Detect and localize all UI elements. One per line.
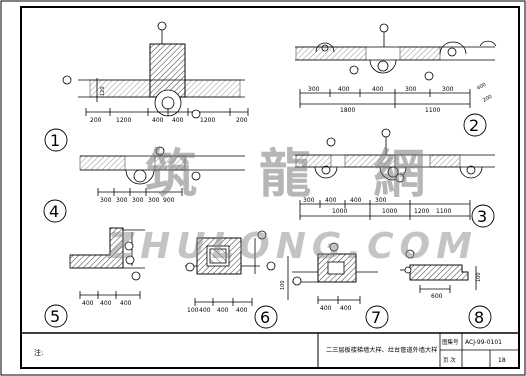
d3-dim-e: 1000: [332, 208, 347, 215]
svg-text:6: 6: [260, 308, 270, 327]
d1-dim-a: 200: [90, 117, 102, 124]
d3-dim-f: 1000: [382, 208, 397, 215]
d8-dim-b: 100: [476, 272, 482, 282]
code-value: ACJ-99-0101: [465, 339, 502, 346]
d6-dim-b: 400: [199, 307, 211, 314]
detail-6-marker: 6: [254, 305, 278, 329]
d3-dim-g: 1200: [414, 208, 429, 215]
d1-dim-b: 1200: [116, 117, 131, 124]
d2-dim-c: 400: [372, 86, 384, 93]
d2-dim-i: 200: [482, 94, 493, 104]
d6-dim-c: 400: [217, 307, 229, 314]
detail-4: [79, 146, 245, 196]
d7-dim-a: 400: [320, 305, 332, 312]
page-label: 页 次: [443, 356, 456, 364]
d3-dim-c: 400: [350, 197, 362, 204]
d4-dim-d: 300: [148, 197, 160, 204]
detail-6: [185, 230, 276, 306]
d1-dim-f: 200: [236, 117, 248, 124]
d7-dim-b: 400: [340, 305, 352, 312]
detail-2: [295, 23, 497, 108]
d2-dim-e: 300: [442, 86, 454, 93]
detail-2-marker: 2: [463, 113, 487, 137]
code-label: 图集号: [442, 338, 459, 346]
svg-text:3: 3: [477, 207, 487, 226]
svg-text:7: 7: [371, 308, 381, 327]
d4-dim-a: 300: [100, 197, 112, 204]
watermark-cn: 筑 龍 網: [145, 144, 447, 205]
d4-dim-b: 300: [116, 197, 128, 204]
d3-dim-b: 400: [325, 197, 337, 204]
detail-4-marker: 4: [43, 199, 67, 223]
d3-dim-h: 1100: [436, 208, 451, 215]
d2-dim-a: 300: [308, 86, 320, 93]
detail-8-marker: 8: [468, 305, 492, 329]
d2-dim-g: 1100: [425, 107, 440, 114]
detail-5: [69, 227, 145, 299]
d4-dim-c: 300: [132, 197, 144, 204]
d6-dim-a: 100: [187, 307, 199, 314]
detail-5-marker: 5: [44, 304, 68, 328]
d5-dim-a: 400: [82, 300, 94, 307]
detail-7-marker: 7: [365, 305, 389, 329]
svg-text:5: 5: [50, 307, 60, 326]
d3-dim-a: 300: [303, 197, 315, 204]
detail-7: [287, 242, 378, 304]
title-block: [21, 332, 519, 368]
svg-text:1: 1: [50, 131, 60, 150]
d1-dim-side: 120: [100, 86, 106, 96]
d1-dim-d: 400: [172, 117, 184, 124]
page-value: 18: [498, 357, 506, 364]
d1-dim-c: 400: [152, 117, 164, 124]
d2-dim-f: 1800: [340, 107, 355, 114]
svg-text:8: 8: [474, 308, 484, 327]
d2-dim-b: 400: [338, 86, 350, 93]
d7-dim-c: 100: [280, 280, 286, 290]
d2-dim-d: 300: [405, 86, 417, 93]
d1-dim-e: 1200: [200, 117, 215, 124]
inner-frame: [20, 6, 520, 369]
detail-1: [62, 21, 249, 119]
detail-8: [400, 249, 477, 293]
d3-dim-d: 300: [375, 197, 387, 204]
note-label: 注:: [34, 348, 43, 357]
svg-text:4: 4: [49, 202, 59, 221]
detail-1-marker: 1: [44, 128, 68, 152]
detail-3-marker: 3: [471, 204, 495, 228]
d6-dim-d: 400: [236, 307, 248, 314]
drawing-title: 二三层板楼梯墙大样、灶台管道外墙大样: [326, 346, 437, 354]
d8-dim-a: 600: [431, 293, 443, 300]
watermark-en: ZHULONG.COM: [107, 226, 478, 267]
d5-dim-c: 400: [120, 300, 132, 307]
detail-3: [295, 128, 495, 220]
svg-text:2: 2: [469, 116, 479, 135]
d5-dim-b: 400: [100, 300, 112, 307]
d4-dim-e: 900: [163, 197, 175, 204]
d2-dim-h: 400: [476, 82, 487, 92]
